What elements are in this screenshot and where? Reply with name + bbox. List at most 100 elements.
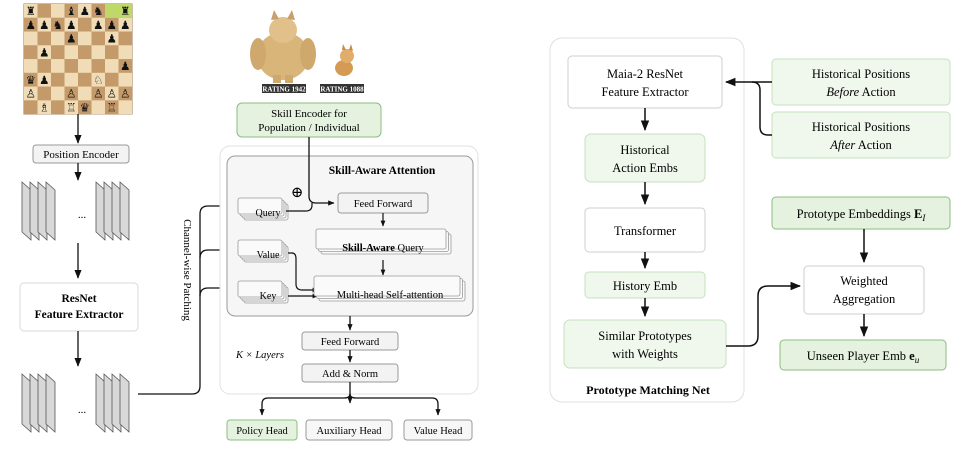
maia-resnet-box: Maia-2 ResNet Feature Extractor (567, 55, 723, 109)
feature-map-slab (119, 373, 130, 433)
auxiliary-head-label: Auxiliary Head (316, 426, 382, 437)
chess-piece: ♗ (39, 102, 49, 114)
board-square (105, 100, 119, 115)
chess-piece: ♞ (53, 20, 63, 32)
query-label: Query (256, 208, 281, 219)
feature-stack-top (21, 181, 130, 241)
board-square (105, 17, 119, 32)
feature-map-slab (21, 373, 32, 433)
mhsa-stack-box (313, 275, 461, 297)
board-square (105, 86, 119, 101)
board-square (24, 72, 38, 87)
prototype-embeddings-label: Prototype Embeddings EI (797, 207, 927, 223)
board-square (51, 72, 65, 87)
value-head-label: Value Head (414, 426, 463, 437)
board-square (91, 100, 105, 115)
board-square (118, 86, 132, 101)
feature-map-slab (45, 373, 56, 433)
feature-map-slab (103, 181, 114, 241)
board-square (105, 45, 119, 60)
board-square (78, 17, 92, 32)
chess-piece: ♛ (80, 102, 90, 114)
chess-piece: ♟ (93, 20, 103, 32)
feature-map-slab (29, 181, 40, 241)
chess-piece: ♙ (66, 89, 76, 101)
query-stack-box (237, 197, 283, 215)
feed-forward-inner-box: Feed Forward (337, 192, 429, 214)
board-square (91, 31, 105, 46)
arrow-to-value-head (349, 393, 441, 416)
board-square (24, 45, 38, 60)
feature-map-slab (95, 373, 106, 433)
weighted-line1: Weighted (840, 274, 888, 288)
board-square (64, 4, 78, 18)
resnet-box: ResNet Feature Extractor (19, 282, 139, 332)
board-square (37, 17, 51, 32)
chess-piece: ♜ (26, 6, 36, 18)
board-square (24, 59, 38, 73)
board-square (91, 72, 105, 87)
board-square (64, 17, 78, 32)
hist-before-line1: Historical Positions (812, 67, 910, 81)
add-norm-box: Add & Norm (301, 363, 399, 383)
board-square (91, 45, 105, 60)
policy-head-box: Policy Head (226, 419, 298, 441)
board-square (64, 45, 78, 60)
chessboard: ♜♟♝♞♜♟♟♞♟♟♟♟♟♟♟♟♛♟♘♙♙♙♙♙♗♖♛♖ (23, 3, 133, 115)
hist-action-line1: Historical (620, 143, 670, 157)
hist-before-italic: Before (826, 85, 859, 99)
chess-piece: ♟ (107, 34, 117, 46)
board-square (78, 86, 92, 101)
skill-aware-query-label: Skill-Aware Query (342, 243, 424, 254)
board-square (37, 86, 51, 101)
feature-stack-bottom (21, 373, 130, 433)
board-square (24, 100, 38, 115)
chess-piece: ♟ (39, 20, 49, 32)
board-square (37, 31, 51, 46)
feed-forward-inner-label: Feed Forward (354, 199, 413, 210)
proto-emb-symbol: E (914, 207, 922, 221)
board-square (78, 4, 92, 18)
feed-forward-label: Feed Forward (321, 337, 380, 348)
board-square (105, 59, 119, 73)
hist-before-box: Historical Positions Before Action (771, 58, 951, 106)
arrow-similar-to-weighted (726, 281, 802, 347)
board-square (24, 86, 38, 101)
board-square (91, 17, 105, 32)
policy-head-label: Policy Head (236, 426, 288, 437)
chess-piece: ♝ (66, 6, 76, 18)
arrow-skill-to-ff (308, 137, 335, 206)
board-square (64, 59, 78, 73)
proto-emb-text: Prototype Embeddings (797, 207, 911, 221)
board-square (64, 100, 78, 115)
chess-piece: ♙ (26, 89, 36, 101)
prototype-embeddings-box: Prototype Embeddings EI (771, 196, 951, 230)
maia-resnet-line2: Feature Extractor (601, 85, 689, 99)
arrow-patching-value (199, 246, 237, 259)
history-emb-label: History Emb (613, 279, 677, 293)
feed-forward-box: Feed Forward (301, 331, 399, 351)
arrow-patching-query (138, 202, 237, 395)
chess-piece: ♟ (39, 75, 49, 87)
history-emb-box: History Emb (584, 271, 706, 299)
chess-piece: ♟ (107, 20, 117, 32)
chess-piece: ♟ (26, 20, 36, 32)
weighted-aggregation-box: Weighted Aggregation (803, 265, 925, 315)
chess-piece: ♙ (93, 89, 103, 101)
chess-piece: ♞ (93, 6, 103, 18)
board-square (37, 45, 51, 60)
skill-encoder-line1: Skill Encoder for (271, 108, 347, 120)
weighted-line2: Aggregation (833, 292, 896, 306)
hist-before-line2: Before Action (826, 85, 896, 99)
arrow-after-to-maia (751, 81, 772, 136)
board-square (91, 86, 105, 101)
value-head-box: Value Head (403, 419, 473, 441)
board-square (51, 4, 65, 18)
k-layers-label: K × Layers (235, 350, 284, 361)
board-square (78, 100, 92, 115)
feature-map-slab (29, 373, 40, 433)
resnet-label-line1: ResNet (61, 293, 96, 305)
board-square (51, 59, 65, 73)
board-square (64, 72, 78, 87)
